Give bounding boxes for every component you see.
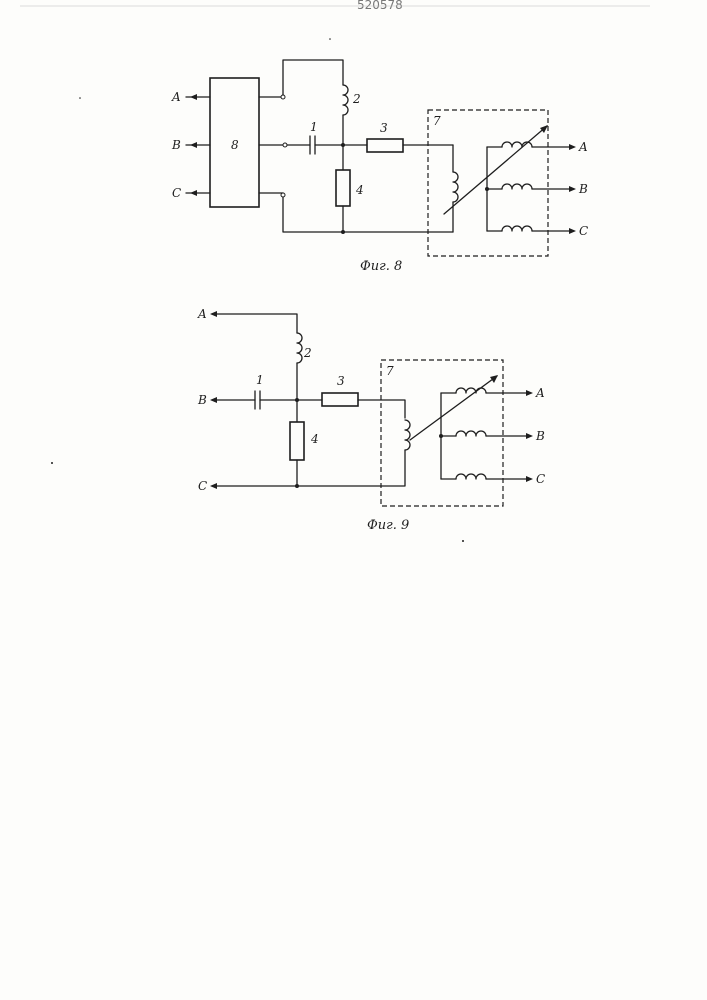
fig8-secondary-node xyxy=(485,187,489,191)
scan-speck xyxy=(329,38,331,40)
fig9-variable-arrowhead xyxy=(490,375,498,383)
fig9-output-label-a: A xyxy=(535,386,545,400)
fig8-input-label-c: C xyxy=(172,186,181,200)
fig8-input-label-b: B xyxy=(171,138,181,152)
fig9-secondary-winding-c xyxy=(456,474,486,479)
fig8-wire-to-inductor xyxy=(283,60,343,95)
fig9-caption: Фиг. 9 xyxy=(367,518,409,533)
fig9-inductor-2 xyxy=(297,333,302,363)
fig8-unit-7 xyxy=(428,110,548,256)
fig8-input-arrow-c xyxy=(190,190,197,196)
fig9-input-label-c: C xyxy=(198,479,207,493)
fig8-resistor-4-label: 4 xyxy=(355,183,364,197)
fig8-resistor-3-label: 3 xyxy=(380,121,388,135)
fig8-primary-winding xyxy=(453,172,458,202)
fig8-output-arrow-c xyxy=(569,228,576,234)
figure-8: A B C 8 2 1 3 xyxy=(171,60,588,274)
fig9-wire-c xyxy=(212,450,405,486)
fig9-input-label-b: B xyxy=(197,393,207,407)
figure-9: A B C 2 1 3 4 7 xyxy=(197,307,545,533)
fig9-secondary-winding-a xyxy=(456,388,486,393)
fig8-output-label-c: C xyxy=(579,224,588,238)
scan-speck xyxy=(79,97,81,99)
fig8-capacitor-label: 1 xyxy=(310,120,318,134)
fig9-unit-7-label: 7 xyxy=(386,364,394,378)
fig9-primary-winding xyxy=(405,420,410,450)
fig8-input-arrow-a xyxy=(190,94,197,100)
fig9-junction-node xyxy=(295,398,299,402)
fig8-junction-node xyxy=(341,143,345,147)
fig9-resistor-4-label: 4 xyxy=(310,432,319,446)
fig8-output-label-b: B xyxy=(578,182,588,196)
fig9-resistor-3 xyxy=(322,393,358,406)
fig9-inductor-label: 2 xyxy=(303,346,312,360)
fig8-bottom-node xyxy=(341,230,345,234)
fig8-resistor-4 xyxy=(336,170,350,206)
fig8-secondary-winding-c xyxy=(502,226,532,231)
scan-speck xyxy=(51,462,53,464)
fig8-output-arrow-b xyxy=(569,186,576,192)
fig8-variable-arrow-shaft xyxy=(444,126,547,214)
fig8-inductor-label: 2 xyxy=(352,92,361,106)
fig9-resistor-4 xyxy=(290,422,304,460)
fig8-block-8-label: 8 xyxy=(231,138,239,152)
fig9-bottom-node xyxy=(295,484,299,488)
fig9-capacitor-label: 1 xyxy=(256,373,264,387)
fig8-inductor-2 xyxy=(343,85,348,115)
fig9-input-label-a: A xyxy=(197,307,207,321)
fig9-secondary-winding-b xyxy=(456,431,486,436)
fig9-output-label-b: B xyxy=(535,429,545,443)
fig9-variable-arrow-shaft xyxy=(410,376,497,440)
fig8-resistor-3 xyxy=(367,139,403,152)
fig9-resistor-3-label: 3 xyxy=(337,374,345,388)
fig8-output-label-a: A xyxy=(578,140,588,154)
fig8-caption: Фиг. 8 xyxy=(360,259,402,274)
fig8-secondary-winding-b xyxy=(502,184,532,189)
fig9-secondary-node xyxy=(439,434,443,438)
fig8-input-arrow-b xyxy=(190,142,197,148)
fig9-output-arrow-c xyxy=(526,476,533,482)
fig9-output-label-c: C xyxy=(536,472,545,486)
fig8-output-arrow-a xyxy=(569,144,576,150)
fig9-wire-a-to-inductor xyxy=(212,314,297,333)
scan-speck xyxy=(462,540,464,542)
fig8-input-label-a: A xyxy=(171,90,181,104)
fig9-output-arrow-b xyxy=(526,433,533,439)
fig8-unit-7-label: 7 xyxy=(433,114,441,128)
fig9-output-arrow-a xyxy=(526,390,533,396)
